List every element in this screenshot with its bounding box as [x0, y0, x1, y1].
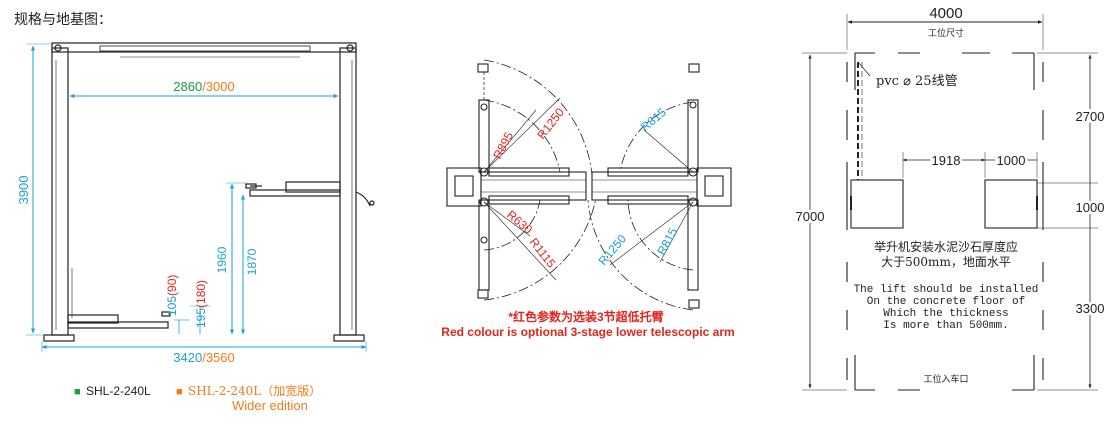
- label-station-size: 工位尺寸: [928, 27, 964, 39]
- dim-3300: 3300: [1076, 301, 1105, 316]
- label-entrance: 工位入车口: [923, 373, 968, 385]
- floor-notes: 举升机安装水泥沙石厚度应 大于500mm，地面水平 The lift shoul…: [854, 239, 1039, 385]
- dim-1000-vertical: 1000: [1076, 200, 1105, 215]
- left-column-plate: [446, 167, 482, 207]
- left-arm-upper: [478, 99, 490, 173]
- right-arm-lower: [687, 199, 699, 291]
- dim-2860-3000: 2860/3000: [173, 79, 234, 94]
- label-r815-top: R815: [638, 105, 669, 134]
- dim-1870: 1870: [245, 248, 259, 275]
- note-cn: *红色参数为选装3节超低托臂: [508, 309, 663, 324]
- note-cn-line2: 大于500mm，地面水平: [881, 255, 1011, 269]
- left-column: [51, 47, 69, 336]
- right-column-plate: [696, 167, 732, 207]
- note-en-line4: Is more than 500mm.: [883, 320, 1008, 332]
- floor-plan: [846, 52, 1044, 391]
- legend-orange-label: SHL-2-240L（加宽版）: [188, 383, 321, 398]
- note-en-line1: The lift should be installed: [854, 284, 1039, 296]
- legend: ■ SHL-2-240L ■ SHL-2-240L（加宽版） Wider edi…: [74, 383, 321, 413]
- note-en: Red colour is optional 3-stage lower tel…: [441, 325, 734, 339]
- front-view: [43, 42, 375, 342]
- label-r815-bottom: R815: [654, 225, 680, 257]
- page-title: 规格与地基图：: [14, 11, 112, 28]
- dim-3900: 3900: [16, 176, 31, 205]
- dim-105-90: 105(90): [165, 275, 179, 316]
- front-dimensions: 3900 2860/3000 3420/3560 1960 1870 105(9…: [16, 43, 367, 365]
- raised-arm: [249, 189, 341, 197]
- right-column-base: [984, 179, 1038, 229]
- dim-1918: 1918: [932, 153, 961, 168]
- dim-7000: 7000: [796, 209, 825, 224]
- label-pvc: pvc ⌀ 25线管: [876, 74, 958, 89]
- right-arm-upper: [687, 99, 699, 173]
- right-base: [333, 334, 365, 342]
- dim-2700: 2700: [1076, 109, 1105, 124]
- left-column-base: [850, 179, 904, 229]
- dim-195-180: 195(180): [194, 280, 208, 328]
- label-r1250-bottom: R1250: [596, 232, 630, 268]
- floor-dimensions: 4000 工位尺寸 pvc ⌀ 25线管 1918 1000 2700 1000…: [793, 5, 1107, 391]
- top-view: [446, 59, 732, 311]
- note-en-line2: On the concrete floor of: [867, 296, 1025, 308]
- label-r895: R895: [490, 129, 516, 161]
- top-beam: [51, 42, 357, 53]
- radius-labels: R895 R1250 R630 R1115 R815 R1250 R815: [490, 105, 680, 271]
- right-column: [339, 47, 357, 336]
- label-r630: R630: [504, 208, 535, 237]
- label-r1250: R1250: [534, 105, 567, 142]
- dim-3420-3560: 3420/3560: [173, 350, 234, 365]
- left-base: [43, 334, 75, 342]
- dim-1000-horizontal: 1000: [997, 153, 1026, 168]
- left-arm-lower: [478, 199, 490, 291]
- arc-left-top-outer: [483, 59, 593, 176]
- legend-green-marker: ■: [74, 386, 81, 398]
- dim-1960: 1960: [215, 246, 229, 273]
- legend-orange-sub: Wider edition: [232, 398, 308, 413]
- legend-orange-marker: ■: [176, 386, 183, 398]
- note-en-line3: Which the thickness: [883, 308, 1008, 320]
- dim-4000: 4000: [929, 5, 962, 22]
- legend-green-label: SHL-2-240L: [86, 384, 151, 398]
- note-cn-line1: 举升机安装水泥沙石厚度应: [874, 239, 1018, 254]
